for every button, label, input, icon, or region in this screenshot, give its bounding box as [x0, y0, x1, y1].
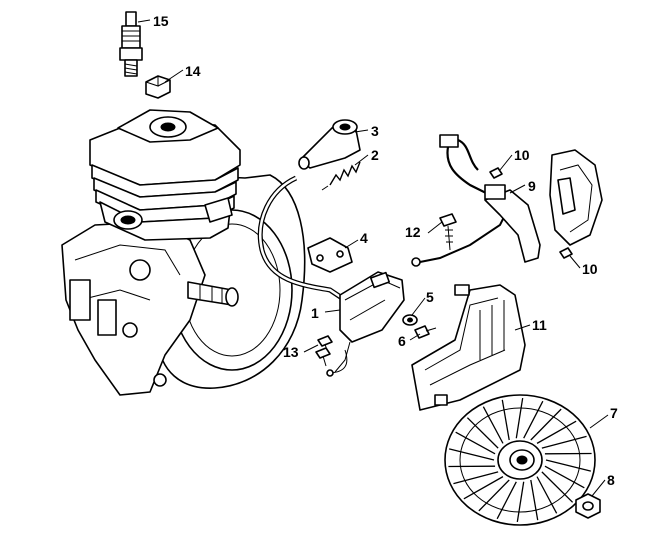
flywheel-fin	[455, 431, 496, 455]
callout-5: 5	[426, 289, 434, 305]
flywheel-fin	[466, 417, 499, 449]
flywheel-nut	[575, 493, 601, 519]
flywheel-fin	[544, 465, 585, 489]
flywheel-fin	[541, 435, 587, 449]
flywheel-fin	[536, 476, 558, 514]
flywheel-fin	[536, 420, 577, 444]
cylinder	[89, 109, 241, 241]
callout-1: 1	[311, 305, 319, 321]
handle-cover	[549, 149, 603, 246]
flywheel-fin	[530, 479, 539, 521]
flywheel-fin	[496, 481, 517, 520]
leg-spring	[321, 161, 361, 191]
screw-6	[414, 325, 437, 339]
carrier	[411, 284, 526, 411]
callout-9: 9	[528, 178, 536, 194]
flywheel-fin	[463, 476, 504, 500]
callout-10b: 10	[582, 261, 598, 277]
ignition-module	[326, 271, 405, 377]
terminal-nut	[145, 75, 171, 99]
flywheel-fin	[482, 406, 504, 444]
callout-10a: 10	[514, 147, 530, 163]
callout-14: 14	[185, 63, 201, 79]
bracket	[307, 237, 353, 273]
screw-12	[439, 213, 457, 251]
flywheel-fin	[478, 479, 510, 512]
callout-labels: 15 14 3 2 4 1 5 6 7 8 9 10 10 11 12 13	[153, 13, 618, 488]
flywheel	[444, 394, 596, 526]
flywheel-fin	[523, 400, 544, 439]
callout-4: 4	[360, 230, 368, 246]
flywheel-fin	[545, 459, 591, 472]
callout-7: 7	[610, 405, 618, 421]
spark-plug	[119, 11, 143, 77]
callout-8: 8	[607, 472, 615, 488]
ignition-lead	[257, 175, 347, 303]
flywheel-fin	[516, 481, 525, 523]
flywheel-fin	[541, 471, 574, 503]
callout-11: 11	[532, 317, 547, 333]
flywheel-fin	[501, 399, 510, 441]
flywheel-fin	[453, 471, 499, 485]
leader-lines	[137, 19, 609, 497]
switch	[484, 184, 541, 263]
spark-plug-boot	[298, 119, 361, 170]
callout-3: 3	[371, 123, 379, 139]
callout-12: 12	[405, 224, 421, 240]
callout-2: 2	[371, 147, 379, 163]
callout-13: 13	[283, 344, 299, 360]
flywheel-fin	[449, 448, 495, 461]
callout-6: 6	[398, 333, 406, 349]
callout-15: 15	[153, 13, 169, 29]
screws-10	[489, 167, 573, 259]
washer	[402, 314, 418, 326]
flywheel-fin	[530, 408, 562, 441]
flywheel-fin	[515, 397, 524, 439]
screws-13	[315, 335, 333, 367]
